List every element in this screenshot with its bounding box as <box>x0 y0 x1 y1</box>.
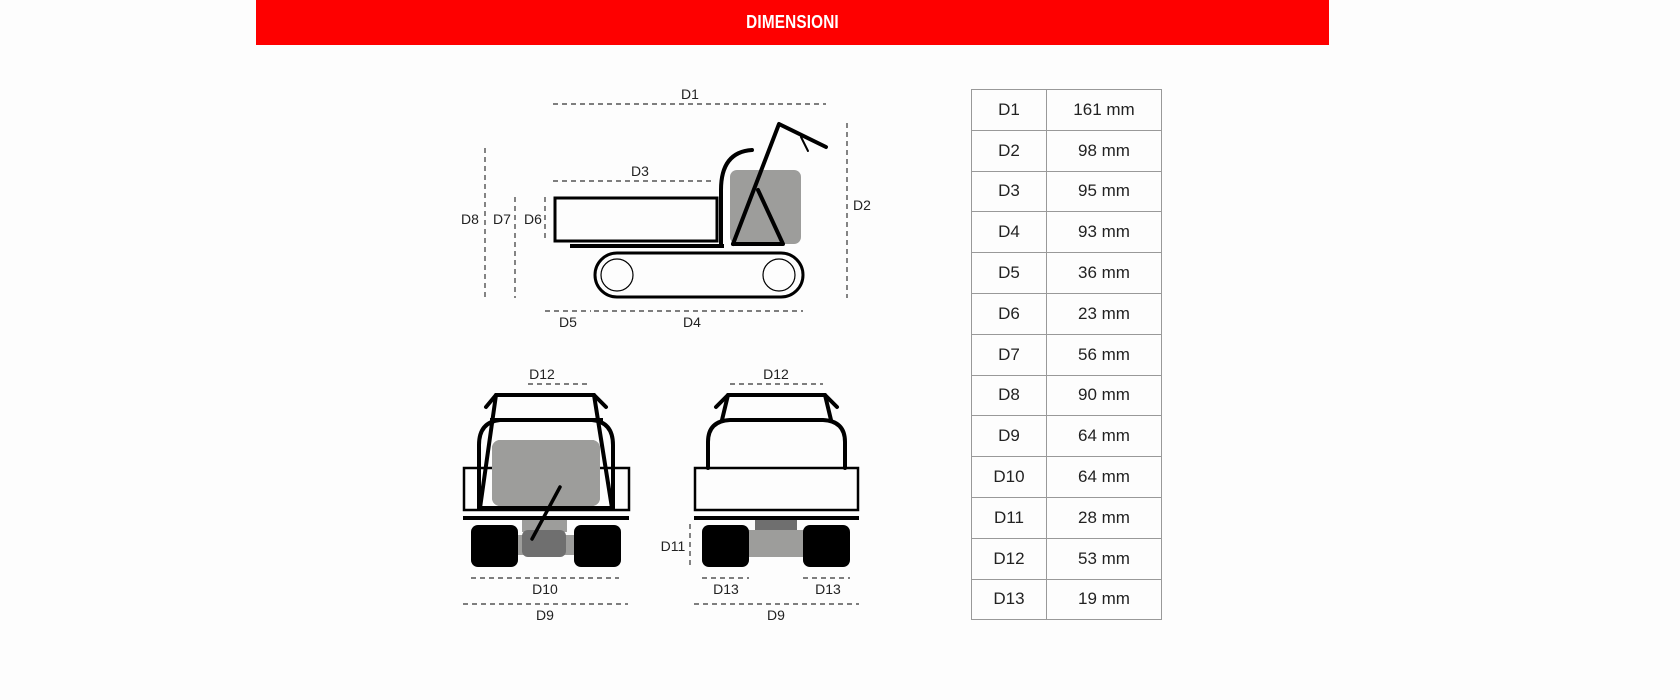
label-rear-d13-right: D13 <box>815 581 841 597</box>
label-rear-d13-left: D13 <box>713 581 739 597</box>
dimension-key: D11 <box>971 496 1047 539</box>
dimension-value: 90 mm <box>1046 374 1162 417</box>
dimension-key: D6 <box>971 292 1047 335</box>
dimension-key: D7 <box>971 333 1047 376</box>
label-rear-d9: D9 <box>767 607 785 623</box>
label-d2: D2 <box>853 197 871 213</box>
dimension-value: 19 mm <box>1046 578 1162 621</box>
dimension-value: 64 mm <box>1046 456 1162 498</box>
label-rear-d12: D12 <box>763 366 789 382</box>
dimension-key: D8 <box>971 374 1047 417</box>
side-view: D1 D2 D3 D8 D7 D6 D5 D4 <box>461 86 871 330</box>
label-d4: D4 <box>683 314 701 330</box>
label-rear-d11: D11 <box>661 538 686 554</box>
dimension-value: 64 mm <box>1046 415 1162 458</box>
section-header: DIMENSIONI <box>256 0 1329 45</box>
dimension-value: 28 mm <box>1046 496 1162 539</box>
dimension-key: D3 <box>971 170 1047 213</box>
dimension-key: D10 <box>971 456 1047 498</box>
label-d5: D5 <box>559 314 577 330</box>
dimension-key: D2 <box>971 129 1047 172</box>
label-front-d10: D10 <box>532 581 558 597</box>
label-d3: D3 <box>631 163 649 179</box>
rear-view: D12 D11 D13 D13 D9 <box>661 366 860 623</box>
dimension-key: D5 <box>971 252 1047 294</box>
section-title: DIMENSIONI <box>746 12 839 32</box>
label-d6: D6 <box>524 211 542 227</box>
dimension-value: 93 mm <box>1046 211 1162 254</box>
dimension-value: 95 mm <box>1046 170 1162 213</box>
dimension-value: 161 mm <box>1046 89 1162 131</box>
dimension-key: D12 <box>971 537 1047 580</box>
label-front-d12: D12 <box>529 366 555 382</box>
dimension-value: 56 mm <box>1046 333 1162 376</box>
dimension-value: 36 mm <box>1046 252 1162 294</box>
label-front-d9: D9 <box>536 607 554 623</box>
dimension-value: 23 mm <box>1046 292 1162 335</box>
dimension-key: D13 <box>971 578 1047 621</box>
dimension-key: D1 <box>971 89 1047 131</box>
dimension-key: D4 <box>971 211 1047 254</box>
dimension-value: 53 mm <box>1046 537 1162 580</box>
label-d1: D1 <box>681 86 699 102</box>
label-d7: D7 <box>493 211 511 227</box>
dimension-key: D9 <box>971 415 1047 458</box>
front-view: D12 D10 D9 <box>462 366 631 623</box>
dimension-value: 98 mm <box>1046 129 1162 172</box>
label-d8: D8 <box>461 211 479 227</box>
